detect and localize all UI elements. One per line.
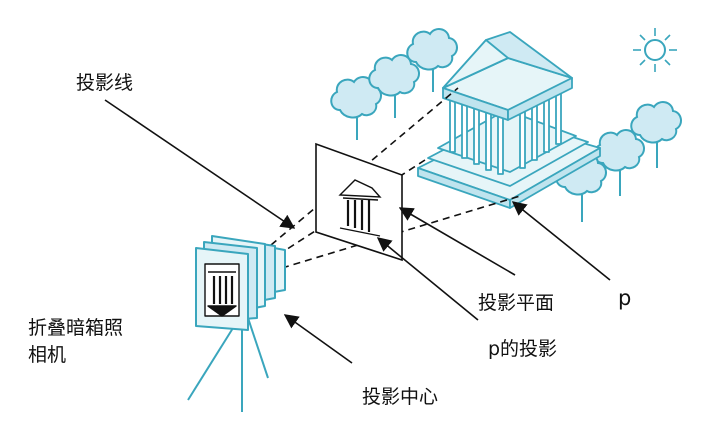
- label-projection-plane: 投影平面: [478, 292, 555, 314]
- temple-icon: [417, 31, 601, 209]
- tree-icon: [330, 28, 682, 222]
- sun-icon: [633, 28, 677, 72]
- label-projection-center: 投影中心: [362, 386, 439, 408]
- label-projection-line: 投影线: [76, 72, 134, 94]
- leader-arrows: [104, 99, 611, 364]
- camera-icon: [187, 235, 286, 412]
- label-camera-line1: 折叠暗箱照: [28, 317, 124, 339]
- label-point-p: p: [618, 286, 632, 310]
- label-projection-of-p: p的投影: [488, 338, 558, 360]
- label-camera-line2: 相机: [28, 344, 67, 366]
- projection-plane-icon: [315, 142, 403, 262]
